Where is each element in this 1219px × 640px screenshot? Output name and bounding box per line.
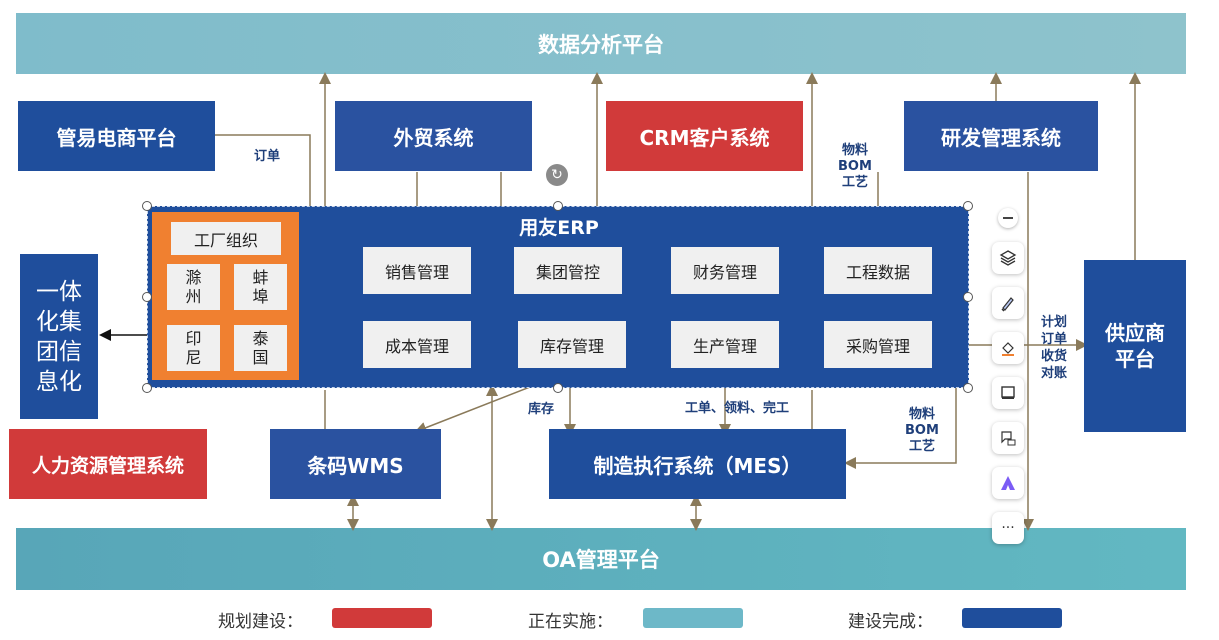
rotate-handle-icon[interactable]: ↻ — [546, 164, 568, 186]
more-icon[interactable]: ··· — [992, 512, 1024, 544]
resize-handle-bottom-right[interactable] — [963, 383, 973, 393]
mes-label: 制造执行系统（MES） — [593, 453, 802, 478]
module-finance-management: 财务管理 — [671, 247, 779, 294]
site-chuzhou-char-2: 州 — [185, 287, 202, 306]
erp-title: 用友ERP — [519, 217, 599, 239]
resize-handle-mid-left[interactable] — [142, 292, 152, 302]
rnd-to-erp-line-2: BOM — [838, 159, 872, 174]
fill-icon[interactable] — [992, 332, 1024, 364]
erp-to-supplier-line-3: 收货 — [1041, 349, 1068, 364]
site-indonesia: 印 尼 — [167, 325, 220, 371]
hr-management-system-box: 人力资源管理系统 — [9, 429, 207, 499]
mes-box: 制造执行系统（MES） — [549, 429, 846, 499]
group-informatization-box: 一体 化集 团信 息化 — [20, 254, 98, 419]
crm-system-label: CRM客户系统 — [639, 125, 770, 150]
layers-icon[interactable] — [992, 242, 1024, 274]
erp-to-supplier-line-4: 对账 — [1041, 366, 1068, 381]
erp-to-mes-line-2: BOM — [905, 423, 939, 438]
barcode-wms-box: 条码WMS — [270, 429, 441, 499]
factory-organization-panel: 工厂组织 滁 州 蚌 埠 印 尼 泰 国 — [152, 212, 299, 380]
legend-in-progress-swatch — [643, 608, 743, 628]
site-chuzhou: 滁 州 — [167, 264, 220, 310]
frame-icon[interactable] — [992, 377, 1024, 409]
ecommerce-platform-box: 管易电商平台 — [18, 101, 215, 171]
foreign-trade-system-box: 外贸系统 — [335, 101, 532, 171]
erp-box[interactable]: 用友ERP 工厂组织 滁 州 蚌 埠 印 尼 泰 国 销售管理 集团管控 财务管… — [147, 206, 969, 388]
legend-planned-swatch — [332, 608, 432, 628]
factory-organization-title: 工厂组织 — [171, 222, 281, 255]
site-bengbu-char-2: 埠 — [252, 287, 269, 306]
rnd-to-erp-flow-label: 物料 BOM 工艺 — [838, 143, 872, 191]
rnd-management-system-box: 研发管理系统 — [904, 101, 1098, 171]
erp-to-supplier-line-1: 计划 — [1041, 315, 1068, 330]
more-icon-glyph: ··· — [1001, 520, 1015, 536]
site-bengbu-char-1: 蚌 — [252, 268, 269, 287]
resize-handle-mid-right[interactable] — [963, 292, 973, 302]
supplier-platform-line-2: 平台 — [1115, 347, 1155, 371]
rnd-management-system-label: 研发管理系统 — [941, 125, 1061, 150]
hr-management-system-label: 人力资源管理系统 — [31, 454, 184, 477]
crm-system-box: CRM客户系统 — [606, 101, 803, 171]
site-thailand: 泰 国 — [234, 325, 287, 371]
site-thailand-char-2: 国 — [252, 348, 269, 367]
group-info-line-3: 团信 — [36, 338, 82, 365]
floating-toolbar: ··· — [991, 204, 1025, 549]
group-info-line-2: 化集 — [36, 308, 82, 335]
erp-to-mes-line-3: 工艺 — [908, 439, 935, 454]
ai-logo-icon[interactable] — [992, 467, 1024, 499]
site-thailand-char-1: 泰 — [252, 329, 269, 348]
data-analysis-platform-label: 数据分析平台 — [538, 32, 664, 57]
rnd-to-erp-line-1: 物料 — [841, 143, 868, 158]
resize-handle-top-left[interactable] — [142, 201, 152, 211]
module-cost-management: 成本管理 — [363, 321, 471, 368]
erp-to-mes-flow-label: 物料 BOM 工艺 — [905, 407, 939, 455]
stock-flow-label: 库存 — [528, 402, 555, 417]
rnd-to-erp-line-3: 工艺 — [841, 175, 868, 190]
comment-icon[interactable] — [992, 422, 1024, 454]
supplier-platform-line-1: 供应商 — [1105, 321, 1165, 345]
resize-handle-bottom-mid[interactable] — [553, 383, 563, 393]
module-group-control: 集团管控 — [514, 247, 622, 294]
module-engineering-data: 工程数据 — [824, 247, 932, 294]
module-production-management: 生产管理 — [671, 321, 779, 368]
mes-flow-label: 工单、领料、完工 — [685, 401, 790, 416]
order-flow-label: 订单 — [254, 149, 281, 164]
ecommerce-platform-label: 管易电商平台 — [56, 125, 177, 150]
resize-handle-bottom-left[interactable] — [142, 383, 152, 393]
legend-in-progress-label: 正在实施： — [528, 612, 613, 632]
supplier-platform-box: 供应商 平台 — [1084, 260, 1186, 432]
site-indonesia-char-2: 尼 — [185, 348, 202, 367]
legend-planned-label: 规划建设： — [218, 612, 303, 632]
site-bengbu: 蚌 埠 — [234, 264, 287, 310]
erp-to-supplier-line-2: 订单 — [1041, 332, 1068, 347]
module-procurement-management: 采购管理 — [824, 321, 932, 368]
module-inventory-management: 库存管理 — [518, 321, 626, 368]
minus-icon[interactable] — [998, 208, 1018, 228]
barcode-wms-label: 条码WMS — [307, 453, 404, 478]
site-indonesia-char-1: 印 — [185, 329, 202, 348]
resize-handle-top-right[interactable] — [963, 201, 973, 211]
resize-handle-top-mid[interactable] — [553, 201, 563, 211]
oa-platform-label: OA管理平台 — [542, 548, 660, 572]
erp-to-supplier-flow-label: 计划 订单 收货 对账 — [1041, 314, 1067, 382]
foreign-trade-system-label: 外贸系统 — [393, 125, 474, 150]
erp-to-mes-line-1: 物料 — [908, 407, 935, 422]
legend-completed-swatch — [962, 608, 1062, 628]
group-info-line-1: 一体 — [36, 278, 82, 305]
oa-platform: OA管理平台 — [16, 528, 1186, 590]
brush-icon[interactable] — [992, 287, 1024, 319]
data-analysis-platform: 数据分析平台 — [16, 13, 1186, 74]
site-chuzhou-char-1: 滁 — [185, 268, 202, 287]
legend-completed-label: 建设完成： — [848, 612, 933, 632]
group-info-line-4: 息化 — [36, 368, 82, 395]
module-sales-management: 销售管理 — [363, 247, 471, 294]
